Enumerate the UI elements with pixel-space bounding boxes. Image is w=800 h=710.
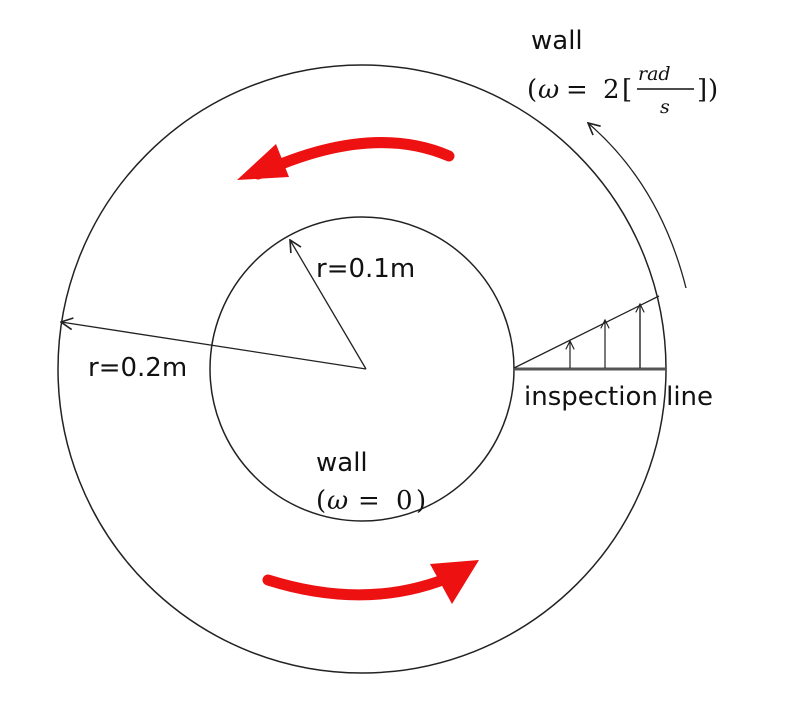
svg-text:rad: rad [638,63,671,85]
outer-wall-label: wall [531,26,583,56]
velocity-profile-line [513,295,660,369]
svg-text:=: = [566,75,588,105]
svg-text:2: 2 [603,75,620,105]
red-rotation-arrow-top-head [237,144,289,180]
red-rotation-arrow-top [252,137,455,180]
svg-text:=: = [358,486,380,516]
svg-text:s: s [660,96,670,118]
svg-text:0: 0 [396,486,413,516]
svg-text:): ) [416,486,426,516]
outer-radius-label: r=0.2m [88,353,187,383]
svg-text:(: ( [316,486,326,516]
svg-text:): ) [708,75,718,105]
outer-wall-rotation-arrow [588,123,687,289]
inner-radius-arrow [290,240,367,370]
inner-radius-label: r=0.1m [316,254,415,284]
red-rotation-arrow-bottom-head [430,560,479,604]
svg-text:ω: ω [327,486,348,516]
outer-radius-arrow [61,322,367,370]
outer-wall-angular-velocity: ( ω = 2 [ rad s ] ) [527,63,718,118]
svg-text:ω: ω [538,75,559,105]
red-rotation-arrow-bottom [262,569,461,601]
svg-text:]: ] [697,75,707,105]
inner-wall-angular-velocity: ( ω = 0 ) [316,486,426,516]
inner-wall-label: wall [316,448,368,478]
svg-text:(: ( [527,75,537,105]
svg-text:[: [ [622,75,632,105]
inspection-line-label: inspection line [524,382,713,412]
